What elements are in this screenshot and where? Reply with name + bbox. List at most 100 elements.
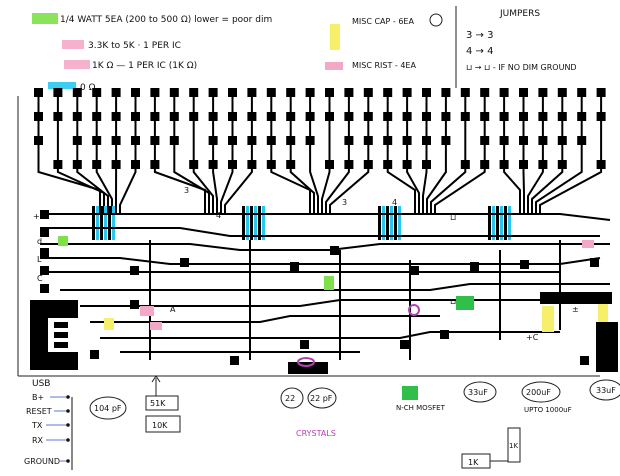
cap-22pf: 22 pF <box>310 394 333 403</box>
component-pad <box>440 330 449 339</box>
legend-zero-ohm: 0 Ω <box>80 83 96 93</box>
mosfet-label: N-CH MOSFET <box>396 404 446 412</box>
led-pad <box>131 88 140 97</box>
jumper-row-3: 3 → 3 <box>466 30 493 41</box>
ic-pin <box>496 206 499 240</box>
ic-pin <box>112 206 115 240</box>
svg-text:3: 3 <box>342 198 347 207</box>
power-block-pad <box>596 322 618 372</box>
legend-swatch-33k <box>62 40 84 49</box>
led-pad <box>189 88 199 97</box>
ic-pin <box>504 206 507 240</box>
led-pad <box>519 88 528 97</box>
svg-text:⊔: ⊔ <box>450 213 456 222</box>
svg-text:L: L <box>37 255 42 264</box>
resistor-1k-horizontal: 1K <box>468 458 479 467</box>
jumper-row-4: 4 → 4 <box>466 46 493 57</box>
resistor-1k-vertical: 1K <box>509 442 518 450</box>
led-pad <box>92 88 102 97</box>
led-pad <box>72 88 82 97</box>
cap-upto: UPTO 1000uF <box>524 406 572 414</box>
board-highlights <box>58 236 608 367</box>
component-pad <box>330 246 339 255</box>
svg-text:3: 3 <box>184 186 189 195</box>
led-pad <box>577 88 587 97</box>
led-column-pads <box>34 88 606 169</box>
ic-pin <box>488 206 491 240</box>
led-pad <box>422 88 431 97</box>
mosfet-swatch <box>402 386 418 400</box>
jumpers-legend: JUMPERS 3 → 3 4 → 4 ⊔ → ⊔ - IF NO DIM GR… <box>455 6 577 88</box>
ic-pin <box>250 206 253 240</box>
led-pad <box>34 88 43 97</box>
jumpers-title: JUMPERS <box>499 9 540 19</box>
pcb-layout: USB 3 4 3 4 ⊔ + d L <box>17 88 618 389</box>
crystals-label: CRYSTALS <box>296 429 336 438</box>
ic-pin <box>390 206 393 240</box>
cap-33uf: 33uF <box>468 388 488 397</box>
led-pad <box>460 88 470 97</box>
ic-pin <box>108 206 111 240</box>
ic-pin <box>508 206 511 240</box>
misc-legend: MISC CAP - 6EA MISC RIST - 4EA <box>325 13 443 70</box>
legend-swatch-1k <box>64 60 90 69</box>
power-bar-pad <box>540 292 612 304</box>
svg-text:4: 4 <box>392 198 397 207</box>
component-pad <box>90 350 99 359</box>
component-pad <box>130 266 139 275</box>
component-pad <box>40 248 49 257</box>
component-pad <box>230 356 239 365</box>
led-pad <box>305 88 315 97</box>
led-pad <box>208 88 218 97</box>
pin-reset: RESET <box>26 407 52 416</box>
led-pad <box>557 88 567 97</box>
jumper-row-ground: ⊔ → ⊔ - IF NO DIM GROUND <box>466 63 577 72</box>
led-pad <box>363 88 373 97</box>
pin-bplus: B+ <box>32 393 44 402</box>
misc-cap-label: MISC CAP - 6EA <box>352 17 414 26</box>
ic-pin <box>382 206 385 240</box>
ic-pin <box>262 206 265 240</box>
led-pad <box>247 88 257 97</box>
usb-label: USB <box>32 379 50 389</box>
ic-pin <box>398 206 401 240</box>
legend-quarter-watt: 1/4 WATT 5EA (200 to 500 Ω) lower = poor… <box>60 15 272 25</box>
svg-text:d: d <box>37 237 42 246</box>
legend-swatch-zero-ohm <box>48 82 76 89</box>
component-pad <box>470 262 479 271</box>
ic-pin <box>104 206 107 240</box>
component-pad <box>130 300 139 309</box>
component-pad <box>410 266 419 275</box>
ic-pin <box>378 206 381 240</box>
ic-pin <box>386 206 389 240</box>
svg-text:C: C <box>37 274 43 283</box>
led-pad <box>480 88 490 97</box>
fanout-traces <box>37 96 603 214</box>
usb-connector: USB <box>30 300 78 389</box>
pin-tx: TX <box>31 421 43 430</box>
part-callouts: 104 pF 51K 10K 22 22 pF CRYSTALS N-CH MO… <box>89 375 620 469</box>
svg-text:⊔: ⊔ <box>450 297 456 306</box>
pin-ground: GROUND <box>24 457 60 466</box>
misc-rist-label: MISC RIST - 4EA <box>352 61 416 70</box>
svg-text:+: + <box>33 212 40 221</box>
misc-rist-swatch <box>325 62 343 70</box>
led-pad <box>499 88 509 97</box>
component-legend: 1/4 WATT 5EA (200 to 500 Ω) lower = poor… <box>32 13 272 93</box>
led-pad <box>402 88 412 97</box>
led-pad <box>286 88 296 97</box>
cap-33uf-right: 33uF <box>596 386 616 395</box>
resistor-10k: 10K <box>152 421 168 430</box>
misc-cap-swatch <box>330 24 340 50</box>
cap-104pf: 104 pF <box>94 404 122 413</box>
led-pad <box>596 88 606 97</box>
board-annotations: 3 4 3 4 ⊔ + d L C A ⊔ ± +C <box>33 186 579 342</box>
component-pad <box>300 340 309 349</box>
ic-pin <box>492 206 495 240</box>
svg-text:+C: +C <box>526 333 539 342</box>
ic-pin <box>96 206 99 240</box>
ic-pin <box>258 206 261 240</box>
led-pad <box>344 88 354 97</box>
ic-pin-rows <box>40 206 599 365</box>
